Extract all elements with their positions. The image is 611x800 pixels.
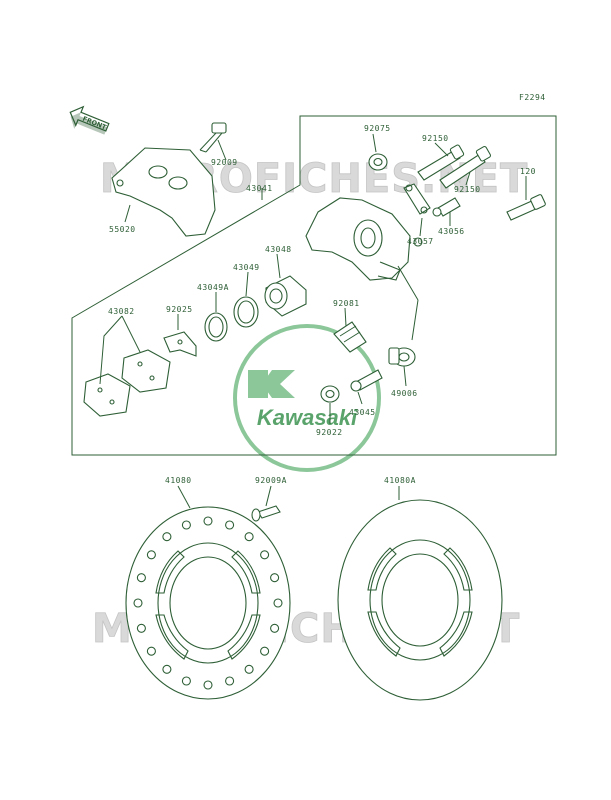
label-43049A: 43049A [197, 283, 229, 292]
disc-hole [162, 532, 172, 542]
bolt-120 [506, 194, 546, 221]
clip-92081 [333, 321, 367, 353]
pin-92150-a [417, 144, 465, 181]
disc-hole [203, 516, 213, 526]
caliper-body [305, 197, 423, 281]
label-92022: 92022 [316, 428, 343, 437]
label-43048: 43048 [265, 245, 292, 254]
label-92009A: 92009A [255, 476, 287, 485]
label-41080: 41080 [165, 476, 192, 485]
leader-lines [99, 133, 527, 509]
label-43041: 43041 [246, 184, 273, 193]
disc-hole [181, 520, 191, 530]
label-92081: 92081 [333, 299, 360, 308]
disc-hole [225, 676, 235, 686]
disc-hole [260, 550, 270, 560]
assembly-frame [71, 115, 557, 456]
piston-43048 [264, 275, 307, 317]
seal-43049 [233, 296, 259, 328]
pad-43082-a [121, 349, 171, 393]
pin-92150-b [439, 145, 492, 189]
label-43056: 43056 [438, 227, 465, 236]
pin-43045 [350, 369, 383, 392]
front-arrow-icon: FRONT [69, 105, 110, 135]
svg-text:Kawasaki: Kawasaki [257, 405, 358, 430]
label-92025: 92025 [166, 305, 193, 314]
brake-disc-41080 [125, 506, 291, 700]
disc-hole [181, 676, 191, 686]
label-55020: 55020 [109, 225, 136, 234]
label-92150-b: 92150 [454, 185, 481, 194]
spring-92025 [163, 331, 197, 357]
label-120: 120 [520, 167, 536, 176]
disc-hole [203, 680, 213, 690]
label-43057: 43057 [407, 237, 434, 246]
disc-hole [270, 623, 280, 633]
label-92150-a: 92150 [422, 134, 449, 143]
kawasaki-logo: Kawasaki [233, 324, 381, 472]
label-92075: 92075 [364, 124, 391, 133]
disc-hole [136, 623, 146, 633]
disc-hole [162, 664, 172, 674]
caliper-bracket [111, 147, 216, 237]
label-41080A: 41080A [384, 476, 416, 485]
label-43049: 43049 [233, 263, 260, 272]
disc-hole [133, 598, 143, 608]
disc-hole [260, 646, 270, 656]
diagram-code: F2294 [519, 93, 546, 102]
disc-hole [225, 520, 235, 530]
pad-43082-b [83, 373, 131, 417]
disc-hole [136, 573, 146, 583]
disc-hole [146, 550, 156, 560]
seal-43049A [204, 312, 228, 342]
bolt-92009 [199, 122, 227, 153]
label-49006: 49006 [391, 389, 418, 398]
boot-92022 [320, 385, 340, 403]
bushing-49006 [388, 347, 416, 367]
bleeder-43056 [432, 197, 461, 217]
label-43082: 43082 [108, 307, 135, 316]
label-92009: 92009 [211, 158, 238, 167]
disc-hole [270, 573, 280, 583]
boot-92075 [368, 153, 388, 171]
disc-hole [244, 532, 254, 542]
disc-hole [273, 598, 283, 608]
disc-hole [244, 664, 254, 674]
bleeder-43057 [403, 183, 431, 215]
screw-92009A [251, 505, 281, 522]
disc-hole [146, 646, 156, 656]
brake-disc-41080A [337, 499, 503, 701]
label-43045: 43045 [349, 408, 376, 417]
